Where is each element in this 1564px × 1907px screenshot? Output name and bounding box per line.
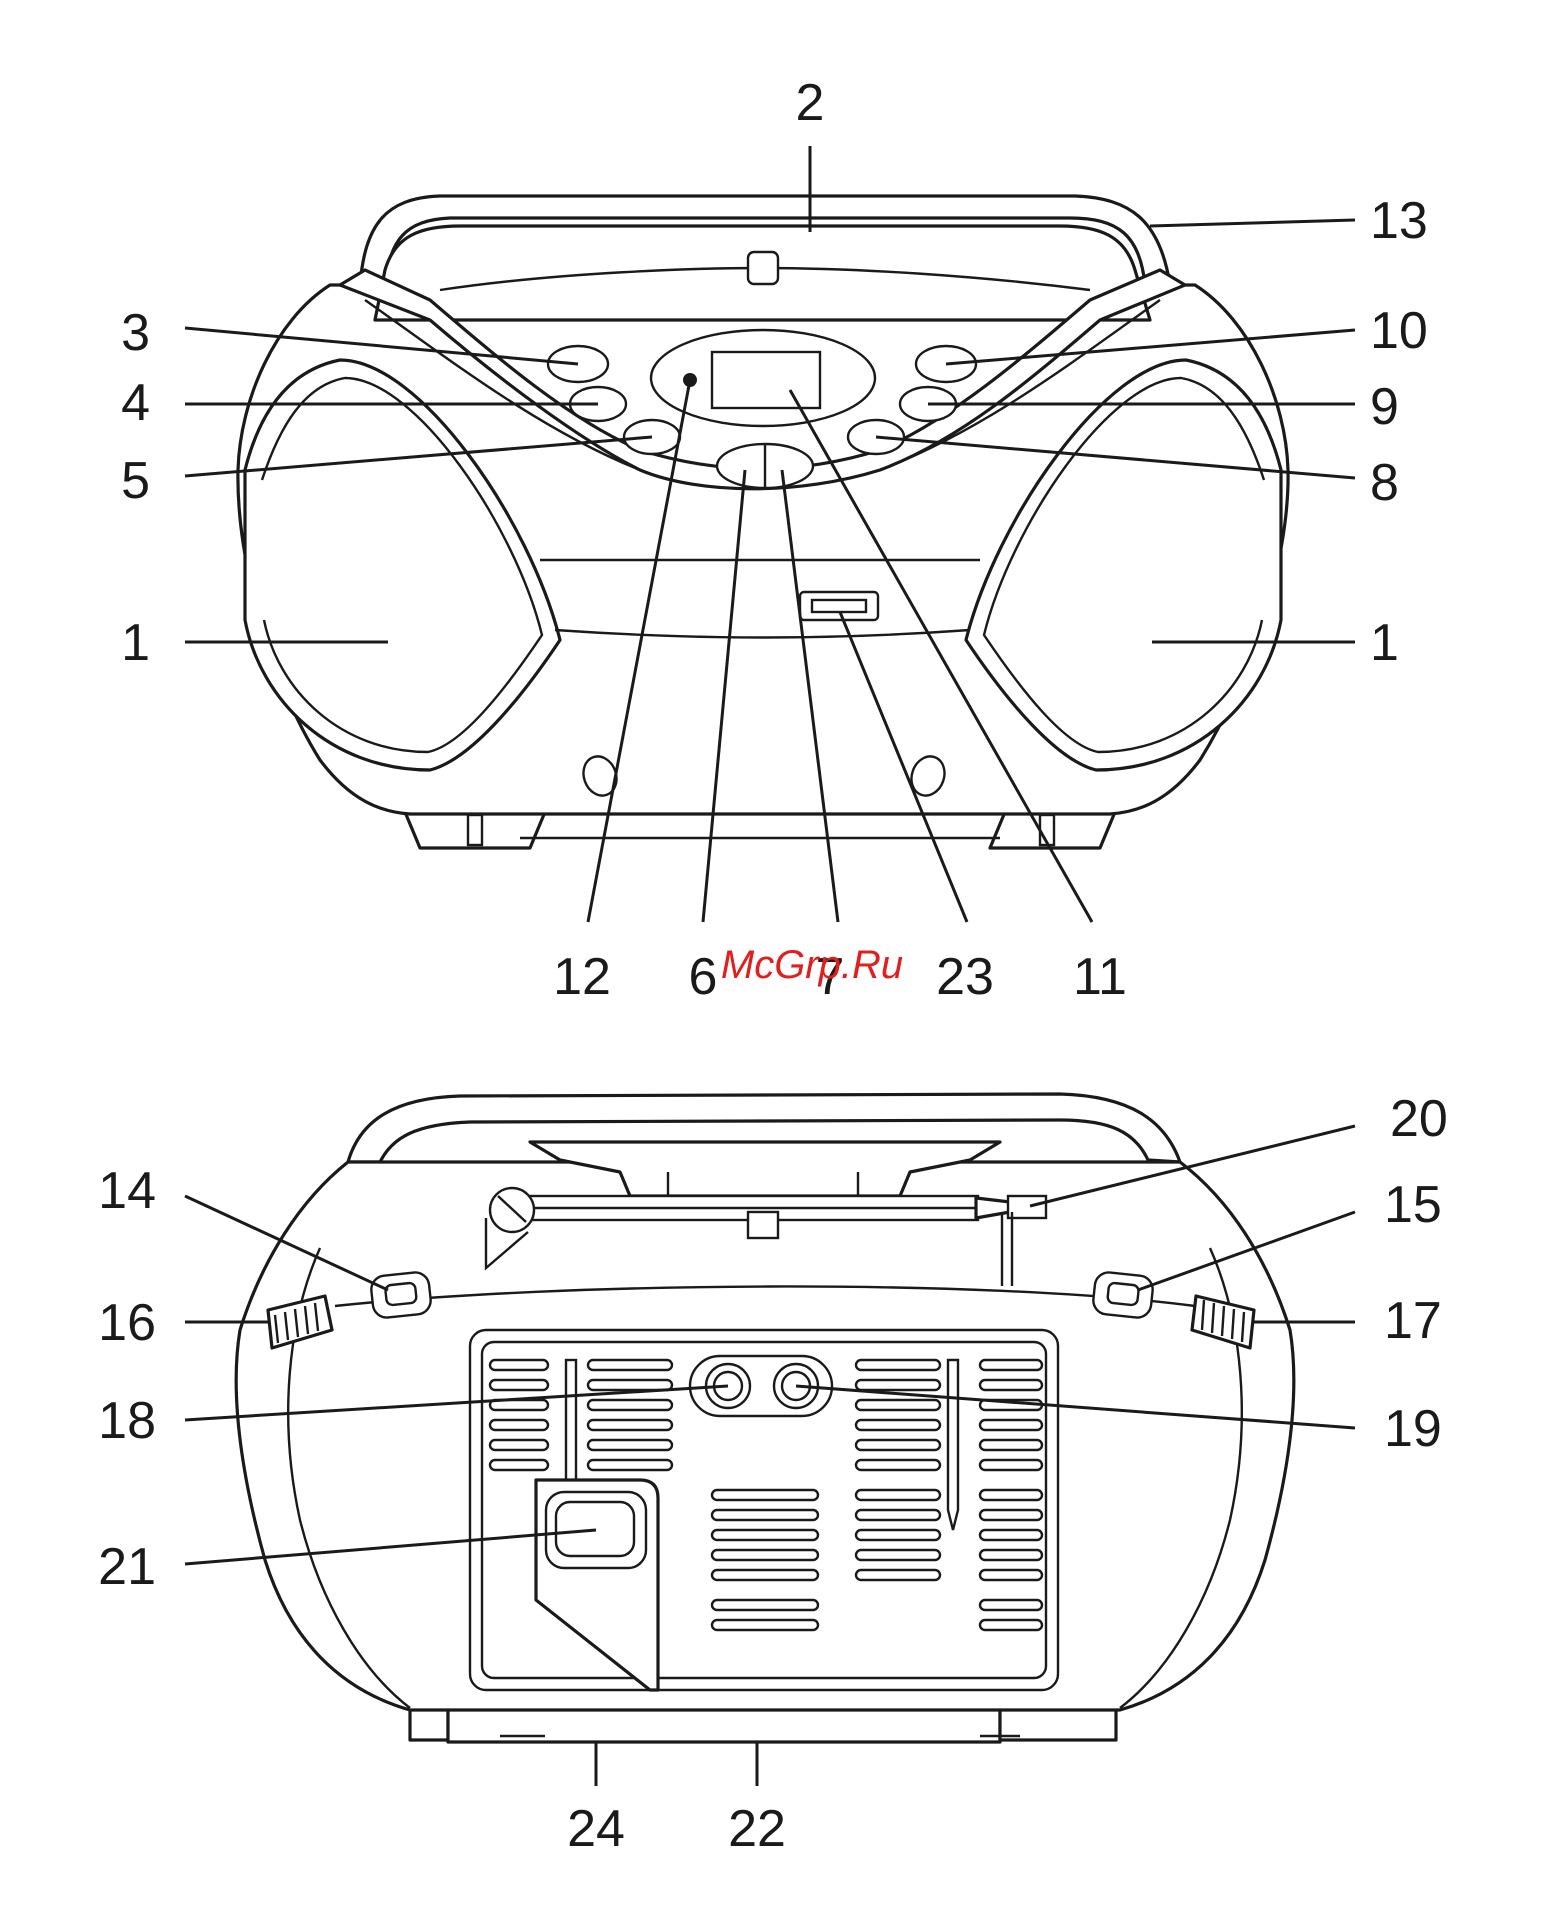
callout-6: 6: [689, 948, 718, 1006]
callout-15: 15: [1384, 1176, 1442, 1234]
callout-12: 12: [553, 948, 611, 1006]
callout-9: 9: [1370, 378, 1399, 436]
cd-spindle: [748, 252, 778, 284]
callout-19: 19: [1384, 1400, 1442, 1458]
callout-4: 4: [121, 374, 150, 432]
display-screen: [712, 352, 820, 408]
antenna-hinge[interactable]: [1008, 1196, 1046, 1218]
callout-17: 17: [1384, 1292, 1442, 1350]
callout-8: 8: [1370, 454, 1399, 512]
strap-lug-right: [1092, 1271, 1154, 1319]
rear-view: 20 14 15 16 17 18 19 21 24 22: [98, 1090, 1448, 1858]
callout-24: 24: [567, 1800, 625, 1858]
callout-21: 21: [98, 1538, 156, 1596]
strap-lug-left: [370, 1271, 432, 1319]
front-foot-right: [990, 812, 1115, 848]
callout-23: 23: [936, 948, 994, 1006]
front-view: 2 13 3 4 5 10 9 8 1 1 12 6 7 23 11 McGrp…: [121, 74, 1428, 1006]
callout-1-right: 1: [1370, 614, 1399, 672]
callout-10: 10: [1370, 302, 1428, 360]
callout-14: 14: [98, 1162, 156, 1220]
callout-16: 16: [98, 1294, 156, 1352]
callout-13: 13: [1370, 192, 1428, 250]
callout-22: 22: [728, 1800, 786, 1858]
callout-1-left: 1: [121, 614, 150, 672]
watermark: McGrp.Ru: [721, 943, 903, 987]
callout-18: 18: [98, 1392, 156, 1450]
callout-20: 20: [1390, 1090, 1448, 1148]
antenna-clip: [748, 1212, 778, 1238]
callout-3: 3: [121, 304, 150, 362]
front-foot-left: [405, 812, 545, 848]
callout-2: 2: [796, 74, 825, 132]
callout-11: 11: [1073, 948, 1127, 1006]
leader-13: [1150, 220, 1355, 226]
callout-5: 5: [121, 452, 150, 510]
